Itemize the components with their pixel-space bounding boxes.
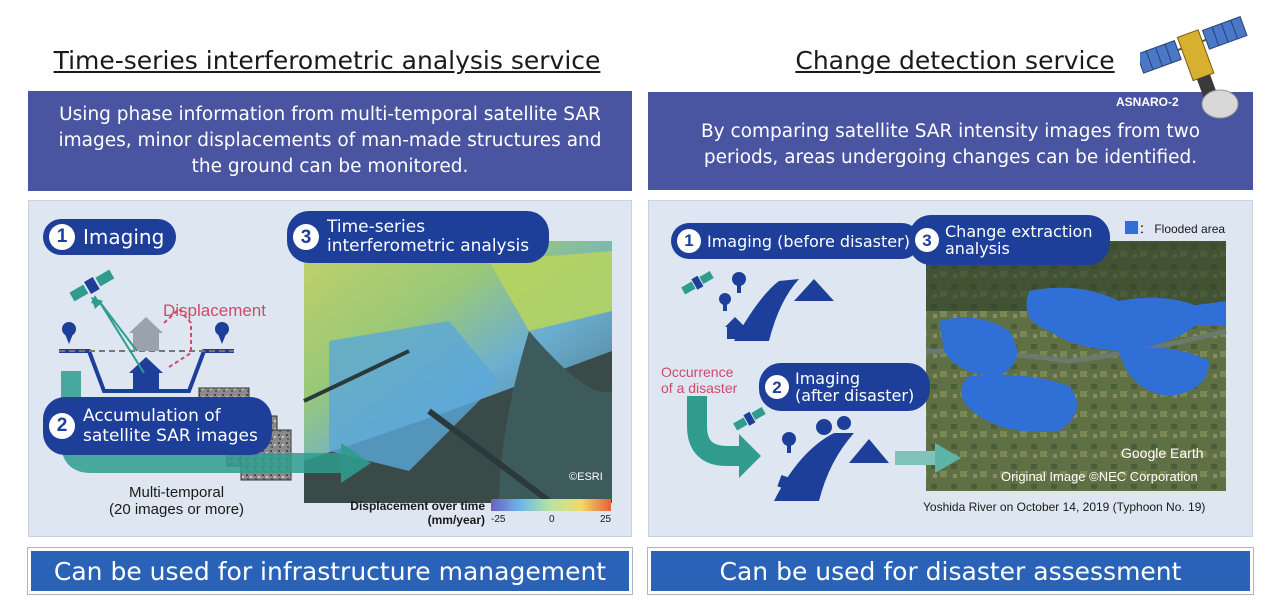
flood-legend-swatch — [1125, 221, 1138, 234]
step1-label: Imaging — [83, 225, 165, 249]
step3-label-line: interferometric analysis — [327, 236, 530, 256]
step3-label-line: Time-series — [327, 217, 426, 237]
flood-legend-label: ： Flooded area — [1139, 222, 1226, 236]
change-step2-label-line: (after disaster) — [795, 386, 915, 405]
change-step3-label-line: analysis — [945, 239, 1010, 258]
left-footer: Can be used for infrastructure managemen… — [28, 548, 632, 594]
step2-pill: 2 Accumulation of satellite SAR images — [43, 397, 272, 455]
asnaro-satellite-icon — [1140, 16, 1248, 119]
step2-label-line: satellite SAR images — [83, 426, 258, 446]
occurrence-label: Occurrence of a disaster — [661, 364, 737, 396]
left-title: Time-series interferometric analysis ser… — [53, 46, 601, 75]
legend-title: Displacement over time (mm/year) — [333, 499, 485, 527]
right-footer: Can be used for disaster assessment — [648, 548, 1253, 594]
map-caption: Yoshida River on October 14, 2019 (Typho… — [923, 500, 1206, 514]
google-earth-watermark: Google Earth — [1121, 445, 1204, 461]
right-diagram-graphics — [681, 221, 1227, 501]
left-description-line: images, minor displacements of man-made … — [58, 130, 602, 151]
satellite-icon — [69, 269, 145, 374]
right-description-line: periods, areas undergoing changes can be… — [703, 147, 1198, 168]
step3-number: 3 — [293, 224, 319, 250]
before-disaster-scene-icon — [681, 271, 834, 341]
change-step3-pill: 3 Change extraction analysis — [909, 215, 1111, 265]
occurrence-line: of a disaster — [661, 380, 738, 396]
legend-tick: 25 — [600, 514, 612, 525]
multi-temporal-line: (20 images or more) — [109, 501, 245, 518]
legend-tick: 0 — [549, 514, 555, 525]
map-credit: Original Image ©NEC Corporation — [1001, 469, 1198, 484]
step1-number: 1 — [49, 224, 75, 250]
legend-title-text: Displacement over time — [350, 499, 485, 513]
occurrence-line: Occurrence — [661, 364, 734, 380]
right-diagram-panel: 1 Imaging (before disaster) 3 Change ext… — [648, 200, 1253, 537]
esri-credit: ©ESRI — [569, 471, 603, 483]
right-title: Change detection service — [795, 46, 1115, 75]
legend-color-bar — [491, 499, 611, 511]
ground-section-icon — [59, 307, 234, 393]
step1-pill: 1 Imaging — [43, 219, 177, 255]
flow-arrow — [687, 396, 961, 478]
change-step2-number: 2 — [765, 375, 789, 399]
change-step1-number: 1 — [677, 229, 701, 253]
left-diagram-panel: 1 Imaging 2 Accumulation of satellite SA… — [28, 200, 632, 537]
step3-pill: 3 Time-series interferometric analysis — [287, 211, 550, 263]
change-step2-pill: 2 Imaging (after disaster) — [759, 363, 931, 411]
change-step3-number: 3 — [915, 228, 939, 252]
legend-unit: (mm/year) — [427, 513, 485, 527]
right-description-line: By comparing satellite SAR intensity ima… — [700, 121, 1201, 142]
step2-label-line: Accumulation of — [83, 406, 221, 426]
right-description: By comparing satellite SAR intensity ima… — [648, 92, 1253, 190]
displacement-map — [303, 241, 612, 504]
left-description-line: Using phase information from multi-tempo… — [59, 104, 601, 125]
legend-tick: -25 — [491, 514, 506, 525]
change-step1-pill: 1 Imaging (before disaster) — [671, 223, 920, 259]
multi-temporal-line: Multi-temporal — [129, 484, 225, 501]
displacement-label: Displacement — [163, 301, 266, 320]
step2-number: 2 — [49, 413, 75, 439]
satellite-label: ASNARO-2 — [1116, 95, 1179, 109]
left-description-line: the ground can be monitored. — [191, 156, 469, 177]
left-description: Using phase information from multi-tempo… — [28, 91, 632, 191]
flood-map — [925, 241, 1227, 491]
change-step2-label-line: Imaging — [795, 369, 861, 388]
change-step1-label: Imaging (before disaster) — [707, 231, 910, 251]
change-step3-label-line: Change extraction — [945, 222, 1093, 241]
multi-temporal-label: Multi-temporal (20 images or more) — [109, 484, 244, 518]
after-disaster-scene-icon — [733, 407, 889, 501]
